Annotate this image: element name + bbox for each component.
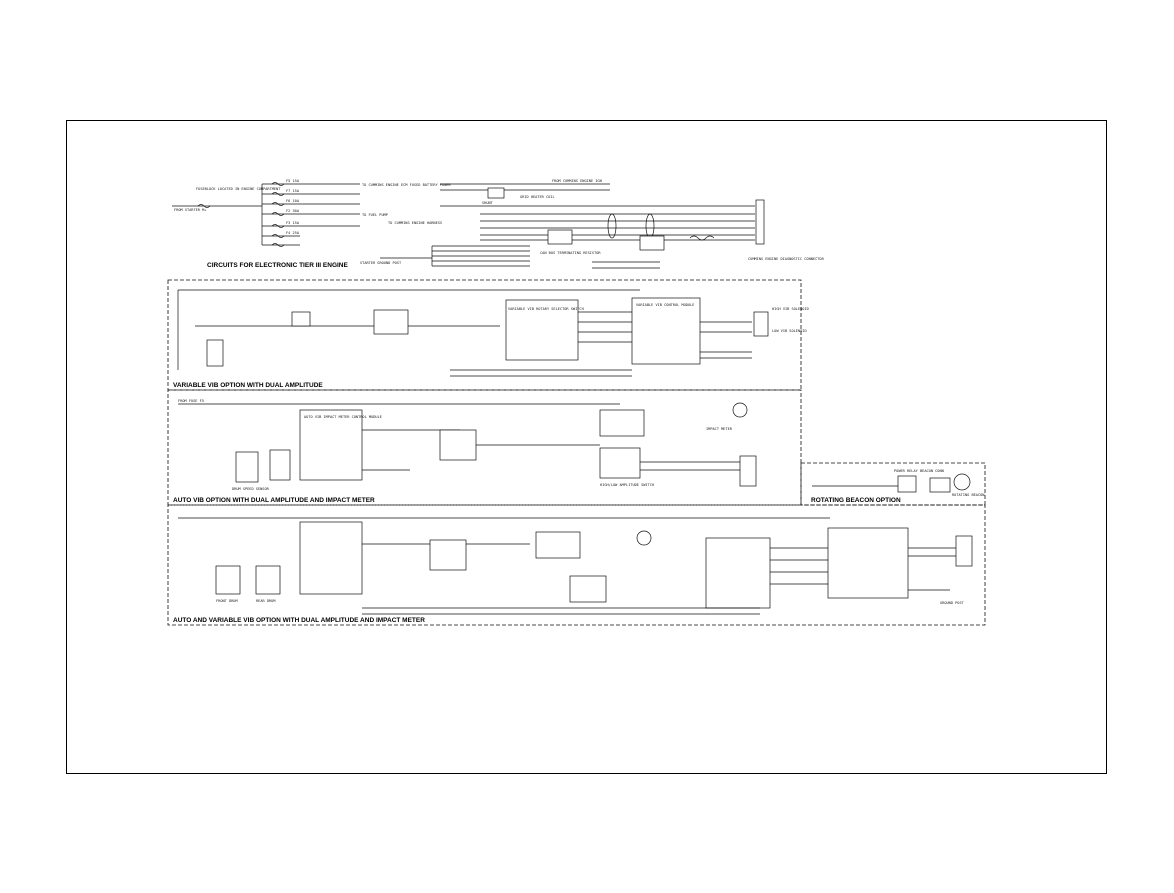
tier3-circuits: FROM STARTER M+ FUSEBLOCK LOCATED IN ENG… xyxy=(172,179,825,269)
vib-selector-label: VARIABLE VIB ROTARY SELECTOR SWITCH xyxy=(508,307,584,311)
fuse-f7-label: F7 15A xyxy=(286,189,300,193)
beacon-conn-label: BEACON CONN xyxy=(920,469,944,473)
auto-vib-section: FROM FUSE F5 AUTO VIB IMPACT METER CONTR… xyxy=(173,399,757,504)
rear-drum-label: REAR DRUM xyxy=(256,599,276,603)
variable-vib-section: VARIABLE VIB ROTARY SELECTOR SWITCH VARI… xyxy=(173,289,809,389)
front-drum-label: FRONT DRUM xyxy=(216,599,238,603)
cummins-diag-label: CUMMINS ENGINE DIAGNOSTIC CONNECTOR xyxy=(748,257,825,261)
fuse-f3-label: F3 15A xyxy=(286,221,300,225)
from-starter-label: FROM STARTER M+ xyxy=(174,208,207,212)
auto-module-label: AUTO VIB IMPACT METER CONTROL MODULE xyxy=(304,415,382,419)
rotating-beacon-label: ROTATING BEACON xyxy=(952,493,984,497)
beacon-section: POWER RELAY BEACON CONN ROTATING BEACON … xyxy=(811,469,984,504)
auto-amplitude-switch-label: HIGH/LOW AMPLITUDE SWITCH xyxy=(600,483,654,487)
auto-vib-module xyxy=(299,409,363,481)
variable-title: VARIABLE VIB OPTION WITH DUAL AMPLITUDE xyxy=(173,382,323,389)
beacon-title: ROTATING BEACON OPTION xyxy=(811,497,901,504)
auto-from-fuse-label: FROM FUSE F5 xyxy=(178,399,204,403)
autovar-section-border xyxy=(167,504,986,626)
autovar-title: AUTO AND VARIABLE VIB OPTION WITH DUAL A… xyxy=(173,617,425,624)
fuse-f4-label: F4 25A xyxy=(286,231,300,235)
shunt-label: SHUNT xyxy=(482,201,494,205)
starter-ground-label: STARTER GROUND POST xyxy=(360,261,402,265)
autovar-section: FRONT DRUM REAR DRUM GROUND POST AUTO AN… xyxy=(173,517,973,624)
terminating-resistor-label: CAN BUS TERMINATING RESISTOR xyxy=(540,251,601,255)
to-fuel-pump-label: TO FUEL PUMP xyxy=(362,213,388,217)
vib-rotary-selector xyxy=(505,299,579,361)
auto-title: AUTO VIB OPTION WITH DUAL AMPLITUDE AND … xyxy=(173,497,375,504)
ground-post-label: GROUND POST xyxy=(940,601,965,605)
fuse-f5-label: F5 15A xyxy=(286,179,300,183)
beacon-section-border xyxy=(800,462,986,506)
grid-heater-label: GRID HEATER COIL xyxy=(520,195,555,199)
auto-speed-sensor-label: DRUM SPEED SENSOR xyxy=(232,487,270,491)
autovar-auto-module xyxy=(299,521,363,595)
from-cummins-ign-label: FROM CUMMINS ENGINE IGN xyxy=(552,179,602,183)
fuse-f2-label: F2 30A xyxy=(286,209,300,213)
power-relay-label: POWER RELAY xyxy=(894,469,919,473)
variable-section-border xyxy=(167,279,802,391)
autovar-rotary-selector xyxy=(705,537,771,609)
fuse-f6-label: F6 10A xyxy=(286,199,300,203)
auto-impact-meter-label: IMPACT METER xyxy=(706,427,733,431)
variable-module-label: VARIABLE VIB CONTROL MODULE xyxy=(636,303,694,307)
high-vib-sol-label: HIGH VIB SOLENOID xyxy=(772,307,809,311)
variable-vib-module xyxy=(631,297,701,365)
auto-section-border xyxy=(167,389,802,506)
fuseblock-label: FUSEBLOCK LOCATED IN ENGINE COMPARTMENT xyxy=(196,187,281,191)
to-cummins-harness-label: TO CUMMINS ENGINE HARNESS xyxy=(388,221,442,225)
drawing-frame xyxy=(66,120,1107,774)
tier3-title: CIRCUITS FOR ELECTRONIC TIER III ENGINE xyxy=(207,262,349,269)
low-vib-sol-label: LOW VIB SOLENOID xyxy=(772,329,807,333)
autovar-variable-module xyxy=(827,527,909,599)
fuse-row: F5 15A F7 15A F6 10A F2 30A F3 15A F4 25… xyxy=(262,179,360,247)
to-cummins-fused-label: TO CUMMINS ENGINE ECM FUSED BATTERY POWE… xyxy=(362,183,452,187)
